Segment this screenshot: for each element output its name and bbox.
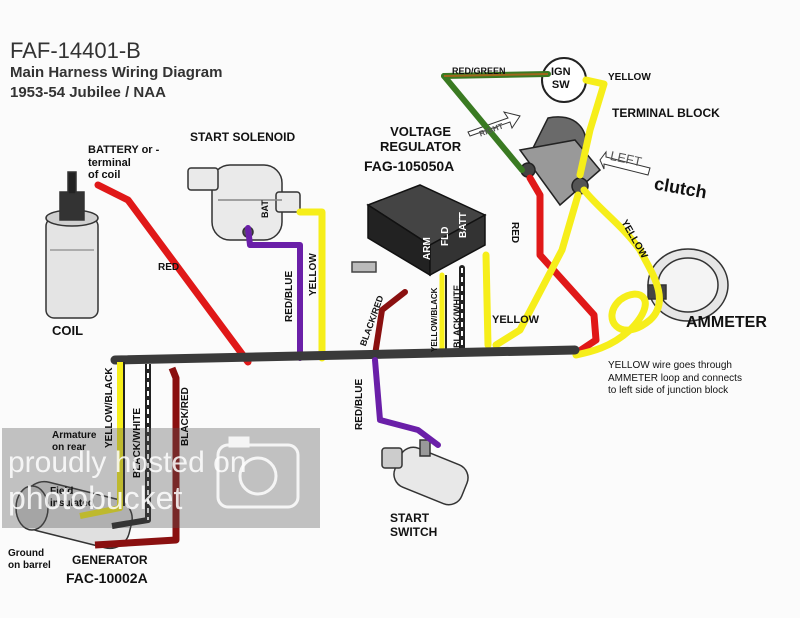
reg-batt-label: BATT: [458, 212, 469, 238]
main-harness: [110, 345, 580, 365]
wire-red-blue-solenoid: [245, 225, 303, 361]
right-arrow-icon: [467, 111, 521, 137]
camera-icon: [216, 436, 300, 509]
wire-red-green-stripe: [443, 73, 549, 77]
diagram-subtitle: Main Harness Wiring Diagram: [10, 64, 223, 81]
left-arrow-icon: [599, 150, 651, 176]
wire-label-yellow-batt: YELLOW: [492, 314, 540, 326]
generator-part-label: FAC-10002A: [66, 570, 148, 586]
ign-sw-label: IGN SW: [551, 66, 571, 91]
wire-label-red-blue-solenoid: RED/BLUE: [284, 270, 295, 322]
ground-label: Ground on barrel: [8, 548, 51, 571]
wire-red-green: [441, 73, 525, 173]
wire-label-red-terminal: RED: [509, 222, 520, 244]
wire-red-battery: [94, 181, 252, 366]
wire-black-red-generator: [94, 366, 180, 549]
armature-label: Armature on rear: [52, 430, 97, 453]
wire-label-red-green: RED/GREEN: [452, 66, 506, 76]
wire-label-yellow-black-regulator: YELLOW/BLACK: [430, 287, 439, 352]
watermark-line1: proudly hosted on: [8, 446, 247, 479]
start-solenoid-drawing: [187, 164, 301, 241]
wire-label-yellow-ign: YELLOW: [608, 72, 651, 83]
wire-yellow-terminal-to-harness: [492, 191, 582, 349]
generator-label: GENERATOR: [72, 553, 148, 567]
ammeter-drawing: [647, 248, 729, 322]
start-switch-label: START SWITCH: [390, 511, 438, 539]
wire-label-red-blue-start: RED/BLUE: [354, 378, 365, 430]
watermark-line2: photobucket: [8, 480, 183, 516]
wire-red-blue-start-switch: [372, 357, 441, 448]
voltage-regulator-label: VOLTAGE REGULATOR: [380, 124, 462, 154]
coil-drawing: [45, 171, 99, 319]
start-switch-drawing: [381, 439, 469, 506]
regulator-part-label: FAG-105050A: [364, 158, 455, 174]
start-solenoid-label: START SOLENOID: [190, 130, 296, 144]
solenoid-bat-label: BAT: [260, 200, 270, 218]
wire-yellow-ammeter-loop: [572, 186, 663, 359]
coil-label: COIL: [52, 323, 84, 338]
terminal-block-label: TERMINAL BLOCK: [612, 106, 720, 120]
reg-arm-label: ARM: [422, 237, 433, 260]
wire-red-terminal: [526, 174, 600, 356]
voltage-regulator-drawing: [351, 184, 487, 277]
wire-yellow-black-generator: [79, 362, 123, 519]
terminal-block-drawing: [518, 116, 602, 207]
wire-label-black-red-gen: BLACK/RED: [180, 387, 191, 446]
wire-label-black-white-regulator: BLACK/WHITE: [452, 285, 462, 348]
wire-yellow-solenoid: [296, 208, 326, 362]
battery-label: BATTERY or - terminal of coil: [88, 144, 160, 182]
diagram-part-number: FAF-14401-B: [10, 38, 141, 63]
wire-label-yellow-black-gen: YELLOW/BLACK: [104, 367, 115, 448]
ammeter-note: YELLOW wire goes through AMMETER loop an…: [608, 360, 742, 396]
wire-yellow-regulator-batt: [482, 251, 492, 349]
wire-label-yellow-solenoid: YELLOW: [308, 253, 319, 296]
ammeter-label: AMMETER: [686, 314, 767, 331]
wire-black-red-regulator: [372, 289, 408, 358]
wire-yellow-ign: [576, 76, 608, 179]
field-label: Field insulated: [50, 486, 94, 509]
generator-drawing: [15, 480, 133, 550]
diagram-model: 1953-54 Jubilee / NAA: [10, 84, 166, 101]
reg-fld-label: FLD: [440, 226, 451, 246]
wire-label-red-battery: RED: [158, 262, 180, 273]
